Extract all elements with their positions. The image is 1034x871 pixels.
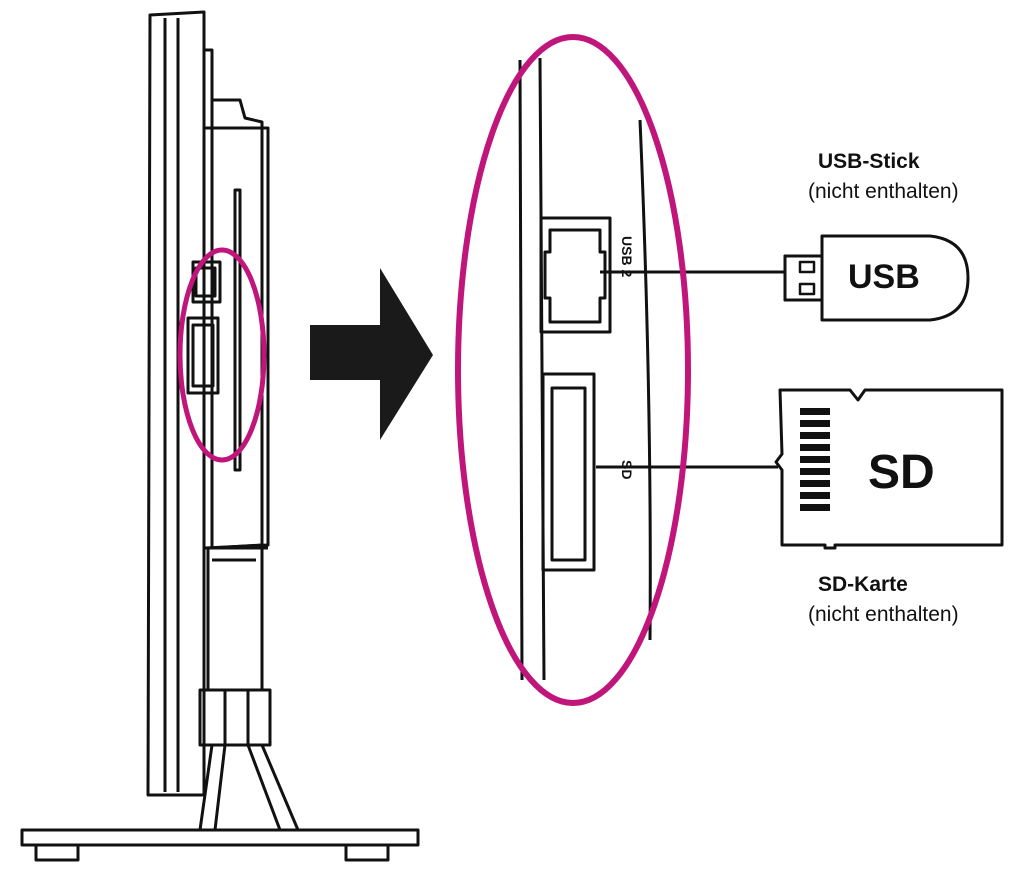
sd-card-title: SD-Karte: [818, 573, 908, 596]
usb-stick-body-label: USB: [848, 258, 920, 296]
sd-slot-inner: [550, 386, 587, 562]
usb-port-outline: [539, 216, 612, 334]
right-arrow-icon: [310, 268, 433, 440]
sd-card-body-label: SD: [868, 446, 935, 499]
usb-port-inner: [543, 228, 607, 324]
sd-port-label: SD: [619, 460, 635, 479]
usb-stick-drawing: [783, 234, 970, 322]
usb-stick-note: (nicht enthalten): [808, 180, 959, 203]
highlight-ellipse-small: [177, 247, 267, 463]
highlight-ellipse-large: [455, 34, 691, 706]
monitor-side-view: [20, 10, 420, 862]
usb-stick-title: USB-Stick: [818, 150, 920, 173]
usb-port-label: USB 2: [619, 236, 635, 277]
magnified-panel: [518, 57, 652, 681]
sd-card-contacts: [800, 408, 830, 511]
sd-slot-outline: [541, 372, 596, 572]
sd-card-note: (nicht enthalten): [808, 603, 959, 626]
sd-card-drawing: [774, 388, 1004, 550]
